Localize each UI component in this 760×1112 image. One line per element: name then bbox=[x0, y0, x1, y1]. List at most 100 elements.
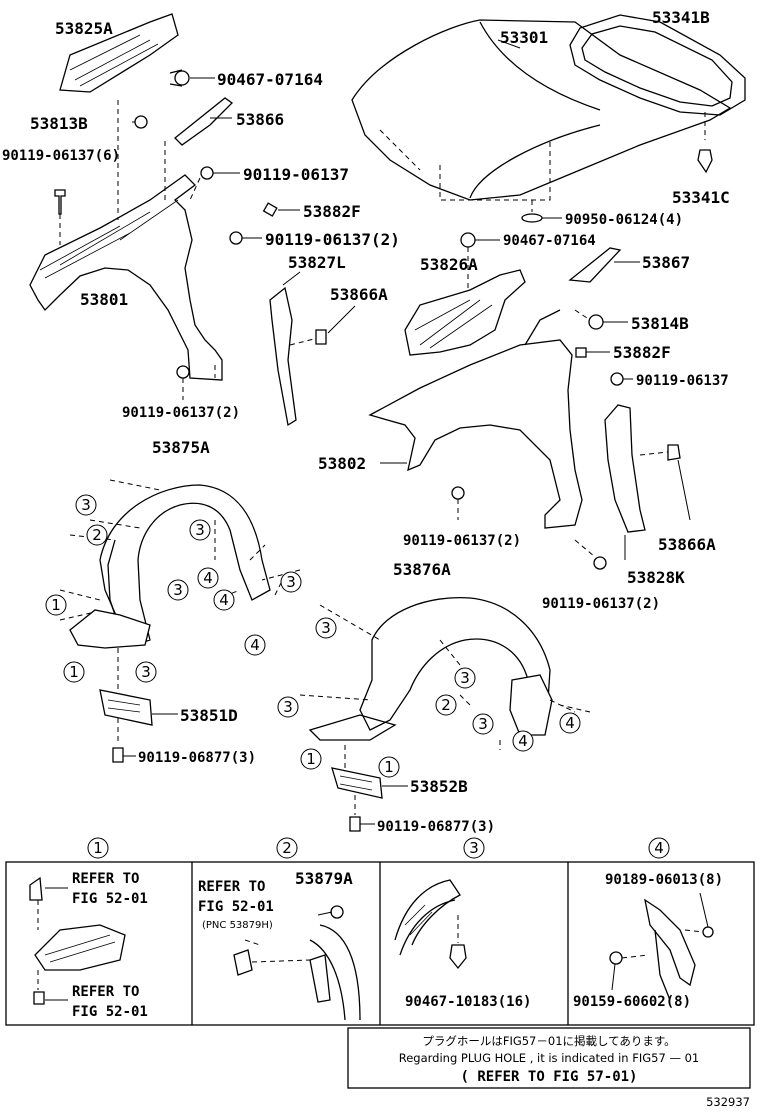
label-90119-06137-2a: 90119-06137(2) bbox=[265, 230, 400, 249]
strip-53866-drawing bbox=[174, 97, 234, 146]
label-53875A: 53875A bbox=[152, 438, 210, 457]
screw-icon bbox=[54, 189, 66, 215]
callout-c1: 1 bbox=[378, 756, 400, 778]
box2-part-label: 53879A bbox=[295, 869, 353, 888]
label-53827L: 53827L bbox=[288, 253, 346, 272]
label-53826A: 53826A bbox=[420, 255, 478, 274]
bracket-53827L bbox=[269, 271, 356, 427]
notice-en: Regarding PLUG HOLE , it is indicated in… bbox=[399, 1051, 699, 1065]
callout-number: 1 bbox=[384, 758, 394, 776]
callout-number: 4 bbox=[203, 569, 213, 587]
callout-number: 4 bbox=[250, 636, 260, 654]
label-53814B: 53814B bbox=[631, 314, 689, 333]
label-90119-06877-b: 90119-06877(3) bbox=[377, 819, 495, 835]
callout-c2: 2 bbox=[435, 694, 457, 716]
callout-number: 3 bbox=[321, 619, 331, 637]
detail-box-4: 90189-06013(8) 90159-60602(8) bbox=[573, 872, 723, 1010]
callout-number: 3 bbox=[478, 715, 488, 733]
box4-part-b: 90159-60602(8) bbox=[573, 994, 691, 1010]
callout-number: 3 bbox=[141, 663, 151, 681]
box1-refer-b-line1: REFER TO bbox=[72, 984, 139, 1000]
detail-box-3: 90467-10183(16) bbox=[394, 879, 531, 1010]
label-90119-06137-a: 90119-06137 bbox=[243, 165, 349, 184]
notice-box: プラグホールはFIG57－01に掲載してあります。 Regarding PLUG… bbox=[347, 1027, 751, 1089]
bolt-icon bbox=[169, 69, 190, 87]
callout-c1: 1 bbox=[300, 748, 322, 770]
screw-icon bbox=[349, 816, 361, 832]
label-90467-07164-b: 90467-07164 bbox=[503, 233, 596, 249]
callout-c3: 3 bbox=[167, 579, 189, 601]
callout-number: 4 bbox=[518, 732, 528, 750]
callout-number: 3 bbox=[195, 521, 205, 539]
fender-left-assembly bbox=[29, 13, 300, 400]
part-labels: 53825A 90467-07164 53813B 53866 90119-06… bbox=[2, 8, 730, 835]
detail-boxes: REFER TO FIG 52-01 REFER TO FIG 52-01 RE… bbox=[5, 861, 755, 1026]
label-53825A: 53825A bbox=[55, 19, 113, 38]
label-90119-06137-2d: 90119-06137(2) bbox=[542, 596, 660, 612]
label-53882F-a: 53882F bbox=[303, 202, 361, 221]
box4-part-a: 90189-06013(8) bbox=[605, 872, 723, 888]
fender-53802-drawing bbox=[368, 339, 583, 529]
liner-53875A-drawing bbox=[99, 484, 271, 646]
callout-number: 1 bbox=[93, 839, 103, 857]
fender-53801-drawing bbox=[29, 174, 223, 381]
callout-c3: 3 bbox=[75, 494, 97, 516]
bracket-53828K-drawing bbox=[604, 404, 646, 533]
callout-c3: 3 bbox=[189, 519, 211, 541]
hood-53301-drawing bbox=[351, 19, 732, 201]
callout-number: 3 bbox=[286, 573, 296, 591]
liner-left-assembly bbox=[59, 479, 301, 763]
label-90119-06137-b: 90119-06137 bbox=[636, 373, 729, 389]
label-53882F-b: 53882F bbox=[613, 343, 671, 362]
detail-box-2: REFER TO FIG 52-01 (PNC 53879H) 53879A bbox=[198, 869, 361, 1021]
label-53876A: 53876A bbox=[393, 560, 451, 579]
strip-53867-drawing bbox=[568, 247, 622, 283]
callout-number: 2 bbox=[92, 526, 102, 544]
label-90950-06124: 90950-06124(4) bbox=[565, 212, 683, 228]
callout-number: 2 bbox=[282, 839, 292, 857]
label-53341C: 53341C bbox=[672, 188, 730, 207]
label-53867: 53867 bbox=[642, 253, 690, 272]
notice-ref: ( REFER TO FIG 57-01) bbox=[460, 1069, 637, 1085]
clip-icon bbox=[315, 329, 327, 345]
callout-c3: 3 bbox=[277, 696, 299, 718]
callout-c1: 1 bbox=[45, 594, 67, 616]
callout-number: 4 bbox=[565, 714, 575, 732]
callout-c3: 3 bbox=[454, 667, 476, 689]
liner-right-assembly bbox=[299, 596, 591, 832]
callout-number: 3 bbox=[460, 669, 470, 687]
figure-id: 532937 bbox=[706, 1095, 750, 1109]
callout-c4: 4 bbox=[244, 634, 266, 656]
detail-box-1: REFER TO FIG 52-01 REFER TO FIG 52-01 bbox=[29, 871, 148, 1020]
callout-c2: 2 bbox=[276, 837, 298, 859]
callout-number: 3 bbox=[173, 581, 183, 599]
box1-refer-b-line2: FIG 52-01 bbox=[72, 1004, 148, 1020]
callout-c4: 4 bbox=[648, 837, 670, 859]
clip-icon bbox=[697, 149, 713, 174]
box2-refer-line1: REFER TO bbox=[198, 879, 265, 895]
box2-pnc: (PNC 53879H) bbox=[202, 920, 273, 931]
label-90119-06137-2b: 90119-06137(2) bbox=[122, 405, 240, 421]
callout-c1: 1 bbox=[87, 837, 109, 859]
cap-icon bbox=[588, 314, 604, 330]
box1-refer-a-line2: FIG 52-01 bbox=[72, 891, 148, 907]
callout-number: 1 bbox=[51, 596, 61, 614]
callout-number: 3 bbox=[469, 839, 479, 857]
label-53341B: 53341B bbox=[652, 8, 710, 27]
callout-number: 3 bbox=[81, 496, 91, 514]
bracket-53852B-drawing bbox=[331, 767, 383, 799]
callout-number: 4 bbox=[219, 591, 229, 609]
label-53828K: 53828K bbox=[627, 568, 685, 587]
label-53866A-b: 53866A bbox=[658, 535, 716, 554]
callout-c4: 4 bbox=[197, 567, 219, 589]
label-53301: 53301 bbox=[500, 28, 548, 47]
plug-icon bbox=[521, 213, 543, 223]
callout-number: 3 bbox=[283, 698, 293, 716]
callout-number: 1 bbox=[306, 750, 316, 768]
hood-assembly bbox=[351, 14, 746, 223]
callout-c3: 3 bbox=[315, 617, 337, 639]
notice-jp: プラグホールはFIG57－01に掲載してあります。 bbox=[422, 1034, 675, 1048]
label-53852B: 53852B bbox=[410, 777, 468, 796]
